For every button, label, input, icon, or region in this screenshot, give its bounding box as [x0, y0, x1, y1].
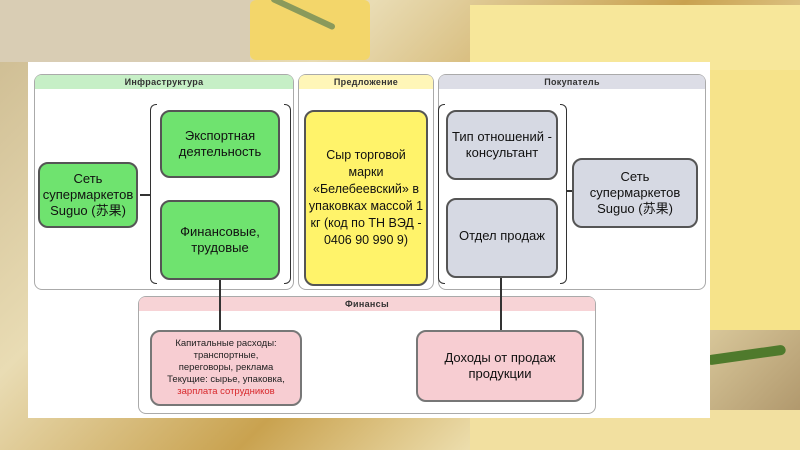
diagram-canvas: Инфраструктура Предложение Покупатель Фи…	[28, 62, 710, 418]
bracket-buyer-right	[560, 104, 567, 284]
network-right-node: Сеть супермаркетов Suguo (苏果)	[572, 158, 698, 228]
bracket-infra-right	[284, 104, 291, 284]
background-leaf	[705, 344, 787, 366]
background-cheese	[710, 70, 800, 330]
background-cheese	[250, 0, 370, 60]
bracket-left	[150, 104, 157, 284]
buyer-header: Покупатель	[439, 75, 705, 89]
sales-dept-node: Отдел продаж	[446, 198, 558, 278]
connector	[500, 278, 502, 330]
costs-line-3: переговоры, реклама	[178, 362, 274, 373]
relationship-node: Тип отношений - консультант	[446, 110, 558, 180]
costs-line-1: Капитальные расходы:	[175, 338, 277, 349]
connector	[140, 194, 150, 196]
bracket-buyer	[438, 104, 445, 284]
offer-header: Предложение	[299, 75, 433, 89]
infrastructure-header: Инфраструктура	[35, 75, 293, 89]
revenue-node: Доходы от продаж продукции	[416, 330, 584, 402]
export-node: Экспортная деятельность	[160, 110, 280, 178]
connector	[566, 190, 572, 192]
connector	[219, 280, 221, 330]
costs-node: Капитальные расходы: транспортные, перег…	[150, 330, 302, 406]
costs-line-2: транспортные,	[193, 350, 259, 361]
network-left-node: Сеть супермаркетов Suguo (苏果)	[38, 162, 138, 228]
product-node: Сыр торговой марки «Белебеевский» в упак…	[304, 110, 428, 286]
finance-header: Финансы	[139, 297, 595, 311]
costs-line-4: Текущие: сырье, упаковка,	[167, 374, 285, 385]
costs-line-5: зарплата сотрудников	[177, 386, 275, 397]
financial-node: Финансовые, трудовые	[160, 200, 280, 280]
background-wood	[0, 0, 250, 62]
